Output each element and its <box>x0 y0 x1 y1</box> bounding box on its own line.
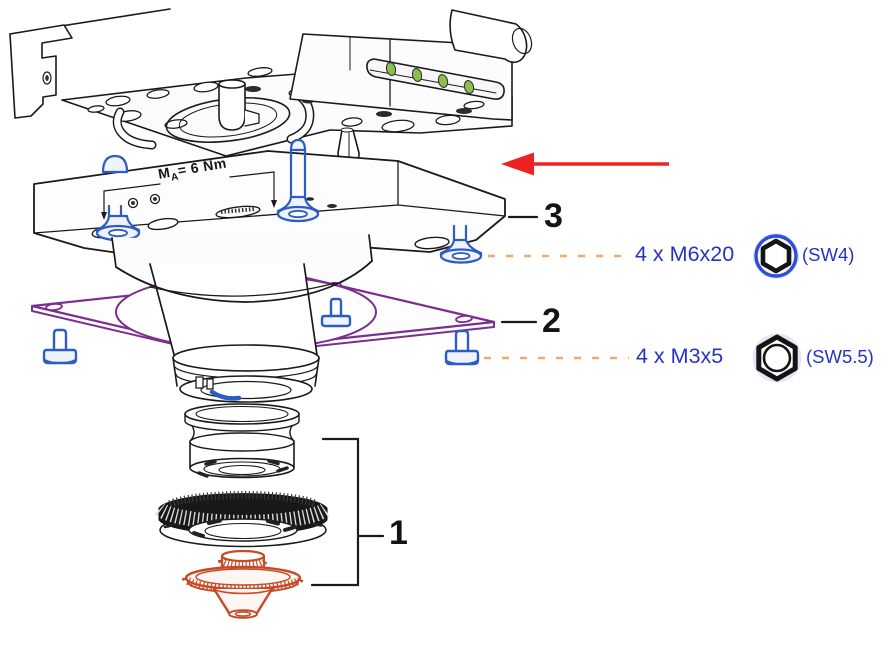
dowel-pin <box>218 83 246 131</box>
m6-fastener-label: 4 x M6x20 <box>635 242 735 266</box>
m6-screws <box>95 138 483 264</box>
nozzle-assembly-part1 <box>154 403 332 619</box>
callout-lines <box>310 215 539 587</box>
mounting-plate-part3 <box>33 138 506 264</box>
fastener-leader-lines <box>484 254 629 360</box>
part-2-label: 2 <box>542 302 562 340</box>
part-1-label: 1 <box>389 514 409 552</box>
knurled-lock-ring <box>154 490 332 548</box>
m3-screw <box>444 329 480 366</box>
hex-nut-icon <box>752 333 802 383</box>
hex-socket-icon <box>753 233 799 279</box>
m6-tool-size-label: (SW4) <box>802 244 855 265</box>
direction-arrow-red <box>501 152 669 176</box>
m3-screw <box>42 328 78 365</box>
led-indicators <box>385 62 475 94</box>
m3-screws <box>42 297 480 366</box>
threaded-ring-section <box>172 344 320 403</box>
torque-dimension <box>101 171 277 220</box>
m6-screw-tip <box>101 154 129 174</box>
left-bracket <box>9 24 73 119</box>
m6-screw-tip <box>289 138 307 152</box>
part-3-label: 3 <box>544 197 564 235</box>
side-cylinder <box>449 9 528 64</box>
machine-body <box>9 8 533 162</box>
laser-nozzle <box>182 549 304 619</box>
m3-fastener-label: 4 x M3x5 <box>636 344 724 368</box>
cone-front <box>115 260 373 363</box>
m3-screw <box>320 297 352 328</box>
part1-bracket <box>310 437 385 587</box>
ceramic-insert <box>184 403 300 479</box>
m3-tool-size-label: (SW5.5) <box>806 346 874 367</box>
